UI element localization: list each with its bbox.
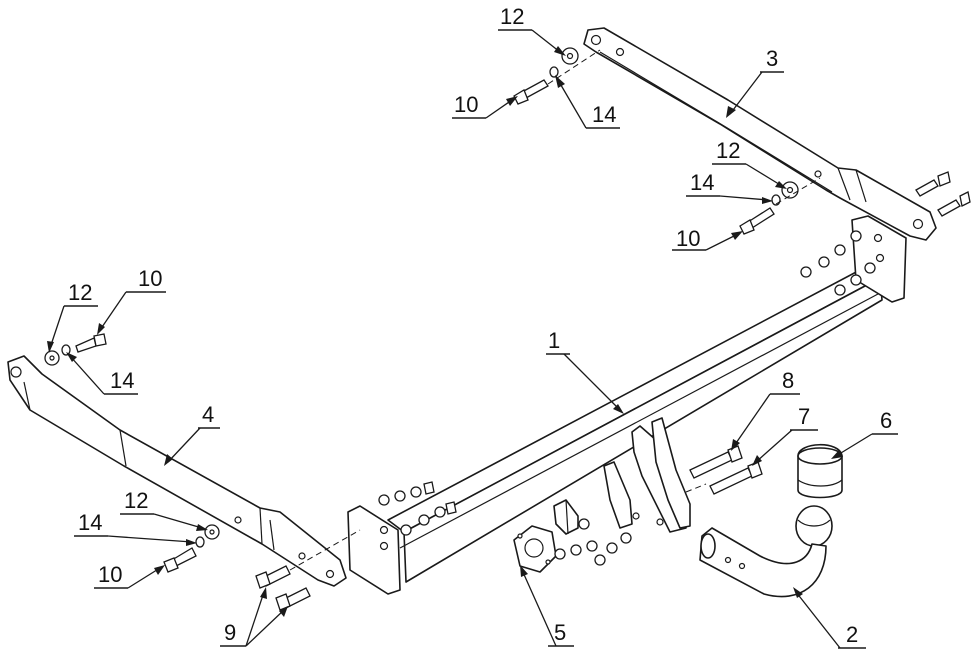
callout-12-bottom: 12 <box>124 488 148 513</box>
callout-14-left: 14 <box>110 368 134 393</box>
left-side-bracket <box>7 355 347 587</box>
ball-cover <box>797 444 843 499</box>
callout-4: 4 <box>202 402 214 427</box>
callout-labels: 12 3 10 14 12 14 10 12 <box>47 4 898 649</box>
callout-10-right: 10 <box>676 226 700 251</box>
callout-12-left: 12 <box>68 280 92 305</box>
callout-10-top: 10 <box>454 92 478 117</box>
callout-7: 7 <box>798 404 810 429</box>
callout-6: 6 <box>880 408 892 433</box>
callout-9: 9 <box>224 620 236 645</box>
callout-14-right: 14 <box>690 170 714 195</box>
callout-1: 1 <box>548 328 560 353</box>
callout-2: 2 <box>846 622 858 647</box>
right-side-bracket <box>583 27 937 241</box>
callout-8: 8 <box>782 368 794 393</box>
callout-10-left: 10 <box>138 266 162 291</box>
callout-14-bottom: 14 <box>78 510 102 535</box>
callout-12-top: 12 <box>500 4 524 29</box>
tow-ball-neck <box>699 505 833 598</box>
socket-plate <box>513 499 579 573</box>
callout-10-bottom: 10 <box>98 562 122 587</box>
main-cross-beam <box>347 215 907 595</box>
callout-5: 5 <box>554 620 566 645</box>
callout-3: 3 <box>766 46 778 71</box>
callout-12-right: 12 <box>716 138 740 163</box>
hardware <box>44 47 971 611</box>
callout-14-top: 14 <box>592 102 616 127</box>
